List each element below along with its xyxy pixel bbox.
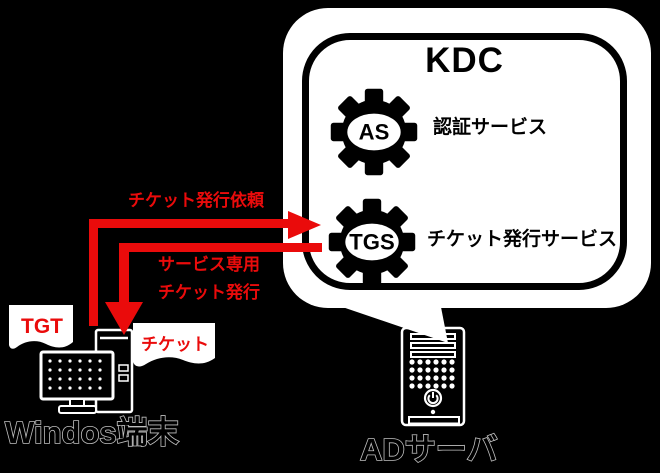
- ticket-request-arrow-horizontal: [89, 219, 289, 228]
- server-vents-icon: [409, 359, 455, 389]
- ticket-request-label: チケット発行依頼: [128, 191, 264, 210]
- server-tower-icon: [400, 326, 466, 427]
- as-abbr-text: AS: [359, 119, 390, 144]
- tgs-service-label: チケット発行サービス: [427, 229, 618, 250]
- server-slot-icon: [408, 416, 460, 425]
- ticket-document-icon: チケット: [133, 323, 215, 367]
- client-label: Windos端末: [4, 414, 179, 451]
- server-label: ADサーバ: [359, 431, 498, 468]
- client-label-text: Windos端末: [5, 415, 179, 450]
- ticket-issue-arrow-vertical: [119, 243, 129, 304]
- service-ticket-label-line1: サービス専用: [158, 255, 260, 274]
- ticket-issue-arrow-horizontal: [122, 243, 322, 252]
- tgs-abbr-text: TGS: [349, 229, 394, 254]
- ticket-issue-arrowhead-icon: [105, 302, 143, 335]
- as-gear-icon: AS: [330, 88, 418, 176]
- kdc-title: KDC: [425, 41, 504, 80]
- server-label-text: ADサーバ: [360, 432, 497, 467]
- ticket-request-arrow-vertical: [89, 219, 98, 326]
- as-service-label: 認証サービス: [433, 117, 548, 138]
- ticket-label-text: チケット: [141, 335, 209, 354]
- tgs-gear-icon: TGS: [328, 198, 416, 286]
- server-slats-icon: [410, 333, 456, 358]
- tgt-label-text: TGT: [21, 315, 63, 338]
- power-button-icon: [423, 388, 443, 408]
- server-led-icon: [430, 409, 436, 415]
- tgt-document-icon: TGT: [9, 305, 73, 349]
- service-ticket-label-line2: チケット発行: [158, 283, 260, 302]
- computer-monitor-icon: [39, 350, 115, 414]
- ticket-request-arrowhead-icon: [288, 211, 321, 239]
- desktop-computer-icon: [39, 328, 134, 414]
